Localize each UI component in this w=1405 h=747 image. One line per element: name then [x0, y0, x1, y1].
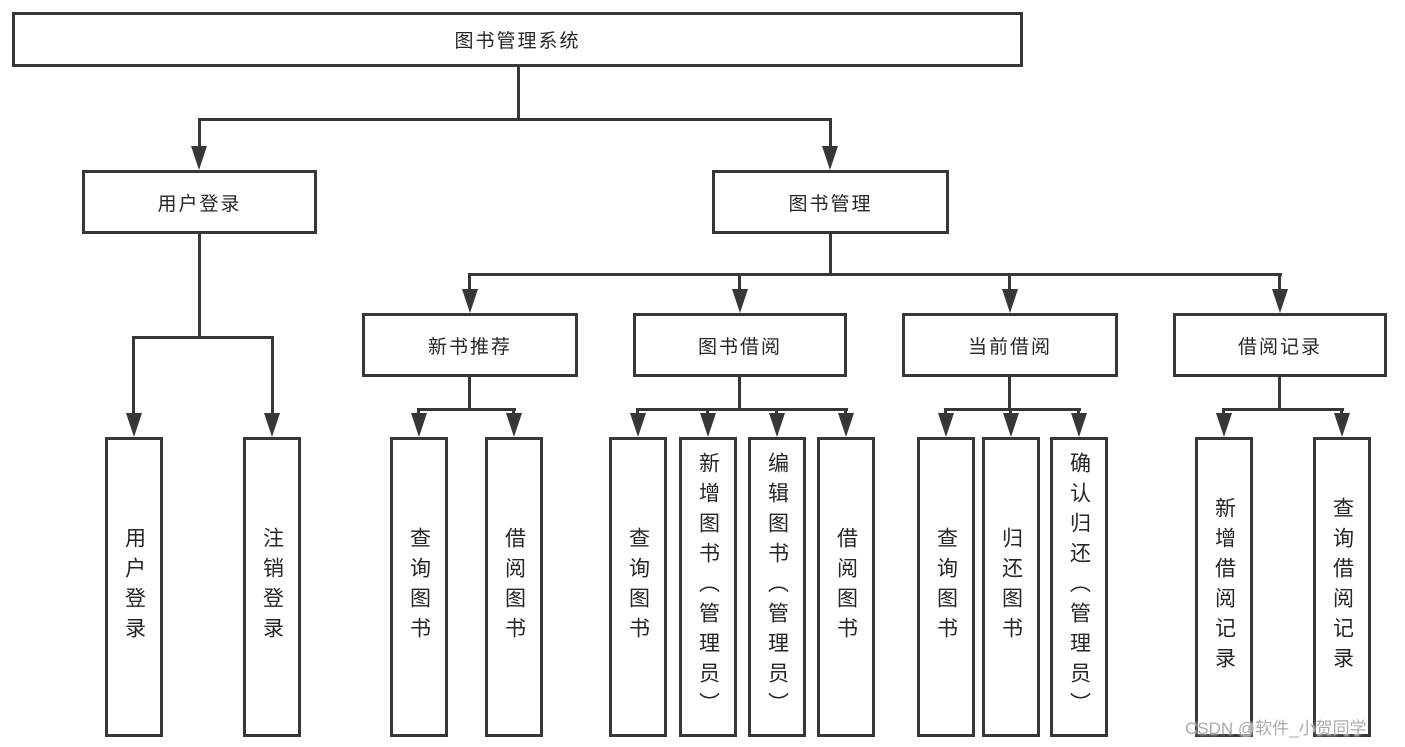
leaf-borrow-books-recommend: 借阅图书 [485, 437, 543, 737]
leaf-query-books-current-label: 查询图书 [934, 527, 958, 647]
connector [1008, 273, 1011, 291]
connector [1222, 408, 1225, 416]
connector [1077, 408, 1080, 416]
arrowhead [1272, 289, 1288, 313]
leaf-add-books-admin: 新增图书（管理员） [679, 437, 737, 737]
connector [1278, 273, 1281, 291]
connector [512, 408, 515, 416]
leaf-query-borrow-record-label: 查询借阅记录 [1330, 497, 1354, 677]
connector [844, 408, 847, 416]
connector [1222, 408, 1344, 411]
connector [271, 336, 274, 414]
node-current-borrow: 当前借阅 [902, 313, 1118, 377]
connector [132, 336, 135, 414]
node-borrow-records-label: 借阅记录 [1237, 336, 1322, 358]
arrowhead [630, 413, 646, 437]
leaf-query-borrow-record: 查询借阅记录 [1313, 437, 1371, 737]
leaf-edit-books-admin-label: 编辑图书（管理员） [765, 452, 789, 722]
connector [1278, 377, 1281, 408]
node-user-login-label: 用户登录 [157, 193, 242, 215]
arrowhead [1334, 413, 1350, 437]
arrowhead [191, 146, 207, 170]
leaf-edit-books-admin: 编辑图书（管理员） [748, 437, 806, 737]
connector [1009, 408, 1012, 416]
connector [417, 408, 516, 411]
arrowhead [700, 413, 716, 437]
leaf-user-login: 用户登录 [105, 437, 163, 737]
arrowhead [1003, 413, 1019, 437]
leaf-logout-label: 注销登录 [260, 527, 284, 647]
node-user-login: 用户登录 [82, 170, 317, 234]
connector [517, 67, 520, 118]
connector [775, 408, 778, 416]
connector [198, 234, 201, 336]
connector [198, 118, 201, 148]
arrowhead [411, 413, 427, 437]
arrowhead [1002, 289, 1018, 313]
node-borrow-records: 借阅记录 [1173, 313, 1387, 377]
arrowhead [462, 289, 478, 313]
arrowhead [126, 413, 142, 437]
connector [198, 118, 832, 121]
leaf-user-login-label: 用户登录 [122, 527, 146, 647]
leaf-return-books: 归还图书 [982, 437, 1040, 737]
node-root-label: 图书管理系统 [454, 31, 581, 52]
connector [468, 273, 1282, 276]
leaf-add-borrow-record: 新增借阅记录 [1195, 437, 1253, 737]
arrowhead [838, 413, 854, 437]
node-book-borrow: 图书借阅 [633, 313, 847, 377]
connector [829, 118, 832, 148]
leaf-add-borrow-record-label: 新增借阅记录 [1212, 497, 1236, 677]
leaf-borrow-books: 借阅图书 [817, 437, 875, 737]
connector [944, 408, 1081, 411]
arrowhead [264, 413, 280, 437]
node-book-borrow-label: 图书借阅 [697, 336, 782, 358]
node-current-borrow-label: 当前借阅 [967, 336, 1052, 358]
leaf-query-books-borrow: 查询图书 [609, 437, 667, 737]
connector [636, 408, 639, 416]
leaf-add-books-admin-label: 新增图书（管理员） [696, 452, 720, 722]
leaf-query-books-current: 查询图书 [917, 437, 975, 737]
connector [1340, 408, 1343, 416]
node-new-book-recommend-label: 新书推荐 [427, 336, 512, 358]
arrowhead [1071, 413, 1087, 437]
leaf-logout: 注销登录 [243, 437, 301, 737]
arrowhead [938, 413, 954, 437]
arrowhead [506, 413, 522, 437]
leaf-query-books-recommend-label: 查询图书 [407, 527, 431, 647]
connector [1008, 377, 1011, 408]
connector [738, 273, 741, 291]
connector [636, 408, 848, 411]
arrowhead [769, 413, 785, 437]
leaf-query-books-borrow-label: 查询图书 [626, 527, 650, 647]
leaf-return-books-label: 归还图书 [999, 527, 1023, 647]
node-root: 图书管理系统 [12, 12, 1023, 67]
node-book-management-label: 图书管理 [788, 193, 873, 215]
connector [468, 273, 471, 291]
connector [132, 336, 274, 339]
node-book-management: 图书管理 [712, 170, 949, 234]
connector [738, 377, 741, 408]
leaf-query-books-recommend: 查询图书 [390, 437, 448, 737]
leaf-borrow-books-label: 借阅图书 [834, 527, 858, 647]
leaf-confirm-return-admin-label: 确认归还（管理员） [1067, 452, 1091, 722]
arrowhead [732, 289, 748, 313]
connector [829, 234, 832, 273]
leaf-borrow-books-recommend-label: 借阅图书 [502, 527, 526, 647]
connector [706, 408, 709, 416]
leaf-confirm-return-admin: 确认归还（管理员） [1050, 437, 1108, 737]
connector [944, 408, 947, 416]
connector [468, 377, 471, 408]
csdn-watermark: CSDN @软件_小贺同学 [1185, 719, 1367, 738]
arrowhead [1216, 413, 1232, 437]
arrowhead [822, 146, 838, 170]
node-new-book-recommend: 新书推荐 [362, 313, 578, 377]
connector [417, 408, 420, 416]
